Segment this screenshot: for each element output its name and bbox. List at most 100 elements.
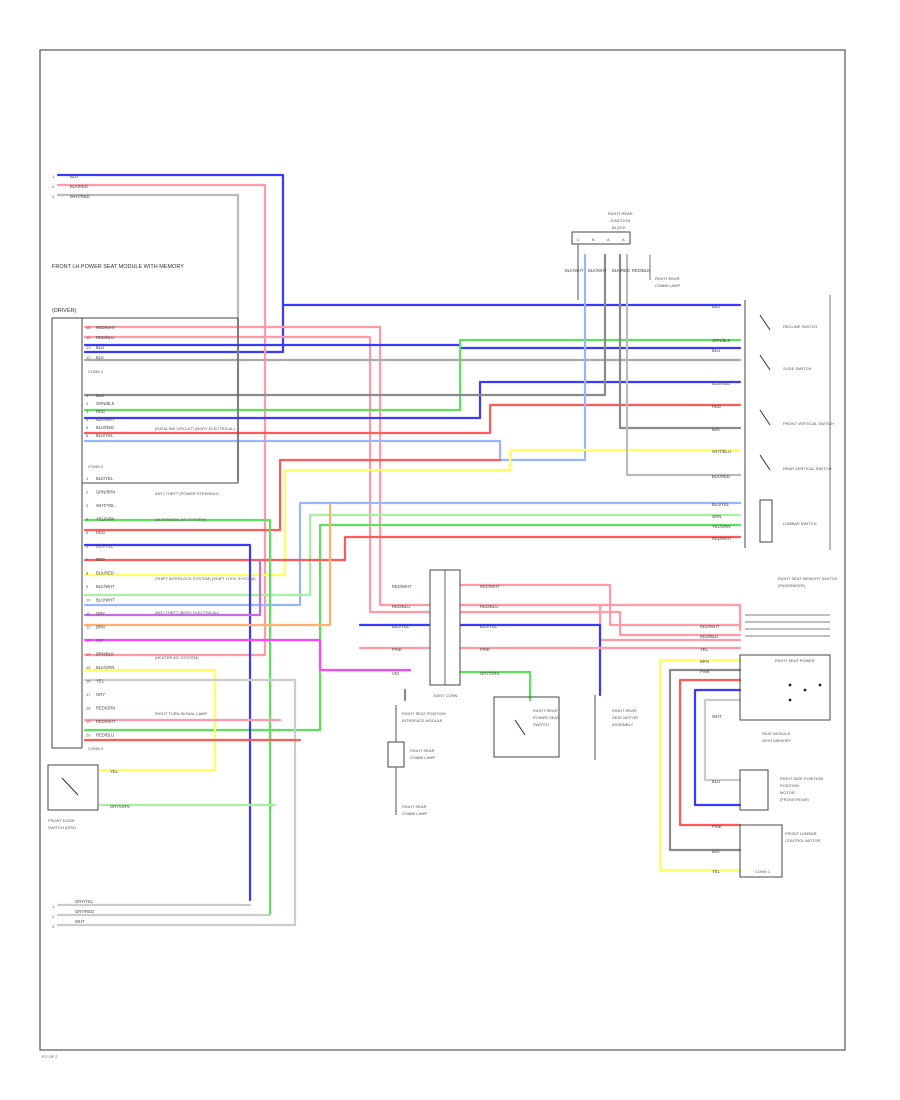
lumbar-switch-label: LUMBAR SWITCH: [783, 521, 817, 526]
module-pin-wire: YEL/GRN: [96, 517, 114, 522]
center-connector-label: JOINT CONN: [433, 693, 457, 698]
slide-switch: SLIDE SWITCH: [759, 354, 812, 371]
module-pin-wire: RED/BLU: [96, 335, 114, 340]
switch-wire-label: RED/WHT: [712, 536, 732, 541]
combi2-label-2: COMBI LAMP: [410, 755, 435, 760]
joint-right-wire-label: RED/WHT: [480, 584, 500, 589]
side-note-2: ANTI-THEFT (POWER STEERING): [155, 491, 219, 496]
module-pin-wire: RED/WHT: [96, 325, 116, 330]
top-pin-wire: BLK/RED: [70, 184, 88, 189]
position-sensor-label-1: RIGHT SIDE POSITION: [780, 776, 823, 781]
lumbar-motor-label-1: FRONT LUMBAR: [785, 831, 817, 836]
wire-green-11: [83, 523, 742, 732]
module-pin-number: 15: [86, 325, 91, 330]
wire-blue-pin13: [83, 343, 742, 350]
memory-wire-label: BRN: [700, 659, 709, 664]
main-module-conn1: [81, 317, 239, 484]
junction-wire-1: BLK/WHT: [565, 268, 584, 273]
switch-wire-label: RED: [712, 404, 721, 409]
wire-blue-14: [83, 543, 252, 902]
memory-switch-label-1: RIGHT SEAT MEMORY SWITCH: [778, 576, 838, 581]
side-note-5: ANTI-THEFT (BODY ELECTRICAL): [155, 610, 220, 615]
memory-wire-label: RED/BLU: [700, 634, 718, 639]
switch-wire-label: GRN: [712, 514, 721, 519]
wire-pink-top: [56, 183, 267, 657]
module-pin-wire: RED: [96, 530, 105, 535]
module-pin-number: 16: [86, 679, 91, 684]
rear-seat-motor-label-3: ASSEMBLY: [612, 722, 634, 727]
switch-wire-label: YEL/GRN: [712, 524, 730, 529]
position-sensor-label-4: (FRONT/REAR): [780, 797, 809, 802]
junction-box: [571, 231, 631, 245]
module-pin-number: 13: [86, 345, 91, 350]
junction-label-3: BLOCK: [612, 225, 626, 230]
module-pin-wire: RED: [96, 557, 105, 562]
switch-wire-label: BLU/YEL: [712, 502, 730, 507]
module-pin-wire: BRN: [96, 625, 105, 630]
module-pin-wire: RED: [96, 409, 105, 414]
module-pin-wire: BLK: [96, 355, 104, 360]
motor-wire-label: BLK: [712, 849, 720, 854]
door-switch-wire-1: YEL: [110, 769, 119, 774]
wire-green-1: [83, 338, 742, 412]
joint-left-wire-label: PINK: [392, 647, 402, 652]
joint-right-wire-label: GRY/GRN: [480, 671, 499, 676]
wire-grey-3: [83, 253, 607, 397]
position-sensor-label-3: MOTOR: [780, 790, 795, 795]
side-note-3: (AUTOMATIC A/C SYSTEM): [155, 517, 207, 522]
wire-center-green: [458, 670, 532, 702]
module-pin-number: 5: [86, 530, 89, 535]
interface-label-2: INTERFACE MODULE: [402, 718, 443, 723]
module-pin-number: 18: [86, 706, 91, 711]
side-note-4: (SHIFT INTERLOCK SYSTEM) (SHIFT LOCK SYS…: [155, 576, 256, 581]
module-pin-wire: RED/WHT: [96, 719, 116, 724]
main-module-box: [51, 317, 83, 749]
bottom-harness: 1 2 3 GRY/YEL GRY/RED WHT: [52, 899, 94, 929]
memory-wire-label: YEL: [700, 647, 709, 652]
right-rear-junction: RIGHT REAR JUNCTION BLOCK C B A A RIGHT …: [565, 211, 680, 300]
module-pin-number: 6: [86, 433, 89, 438]
position-sensor-label-2: POSITION: [780, 783, 799, 788]
module-pin-wire: RED/BLU: [96, 733, 114, 738]
wire-green-15: [83, 518, 272, 917]
page-number: P.2 OF 2: [42, 1054, 58, 1059]
module-pin-number: 4: [86, 417, 89, 422]
module-pin-number: 12: [86, 625, 91, 630]
module-pin-wire: GRN/BLK: [96, 401, 115, 406]
wire-red-13: [83, 458, 502, 532]
top-pin-wire: BLU: [70, 174, 78, 179]
memory-switch: RIGHT SEAT MEMORY SWITCH (PASSENGER) RIG…: [739, 576, 838, 743]
module-pin-number: 13: [86, 638, 91, 643]
conn1-label: CONN 1: [88, 369, 104, 374]
wire-red-4: [83, 403, 742, 435]
junction-label-2: JUNCTION: [610, 218, 630, 223]
door-switch: FRONT DOOR SWITCH (DRV) YEL GRY/GRN: [47, 764, 129, 830]
module-pin-number: 20: [86, 733, 91, 738]
svg-text:2: 2: [52, 914, 55, 919]
top-pin-number: 1: [52, 174, 55, 179]
module-pin-wire: GRN/BRN: [96, 490, 115, 495]
lumbar-switch: LUMBAR SWITCH: [759, 499, 817, 543]
module-pin-number: 14: [86, 652, 91, 657]
module-pin-wire: GRY: [96, 692, 105, 697]
module-pin-wire: BLU/WHT: [96, 598, 115, 603]
module-pin-wire: BRN/BLK: [96, 652, 114, 657]
wire-right-red: [678, 678, 742, 827]
motor-wire-label: PINK: [712, 824, 722, 829]
rear-seat-switch-label-3: SWITCH: [533, 722, 549, 727]
module-side-notes: (DATALINK CIRCUIT) (BODY ELECTRICAL) ANT…: [155, 426, 256, 716]
wire-red-pin15: [83, 325, 742, 632]
junction-pin-3: A: [607, 237, 610, 242]
wire-blue-top: [56, 173, 285, 354]
lumbar-motor-box: [739, 824, 783, 878]
wire-violet-18: [83, 558, 262, 617]
rear-seat-switch-label-2: POWER SEAT: [533, 715, 560, 720]
combi3-label-1: RIGHT REAR: [402, 804, 427, 809]
center-connector: JOINT CONN: [429, 569, 461, 698]
wire-grey-5: [618, 253, 742, 430]
module-pin-number: 8: [86, 571, 89, 576]
wire-green-10: [83, 513, 742, 597]
